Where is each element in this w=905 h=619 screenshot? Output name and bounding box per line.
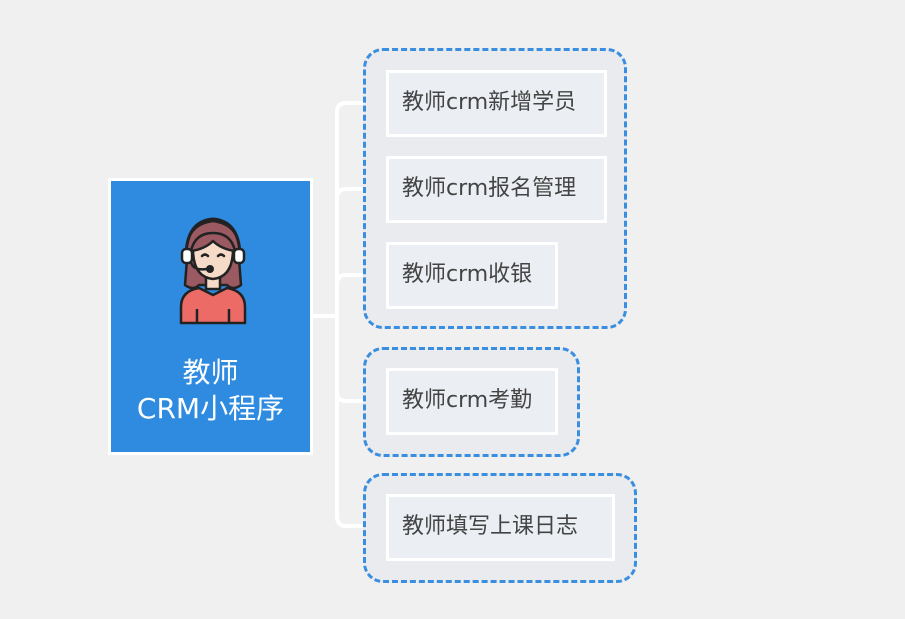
- node-label: 教师crm新增学员: [402, 90, 577, 115]
- connector-trunk: [311, 110, 339, 518]
- node-attendance[interactable]: 教师crm考勤: [386, 368, 558, 435]
- root-title-line-1: 教师: [182, 356, 239, 389]
- node-cashier[interactable]: 教师crm收银: [386, 242, 558, 309]
- node-label: 教师crm报名管理: [402, 176, 577, 201]
- node-label: 教师crm收银: [402, 262, 533, 287]
- root-node[interactable]: 教师 CRM小程序: [108, 178, 313, 455]
- root-title-line-2: CRM小程序: [136, 392, 285, 425]
- node-label: 教师crm考勤: [402, 388, 533, 413]
- node-label: 教师填写上课日志: [402, 514, 579, 539]
- node-registration-management[interactable]: 教师crm报名管理: [386, 156, 607, 223]
- node-add-student[interactable]: 教师crm新增学员: [386, 70, 607, 137]
- node-class-log[interactable]: 教师填写上课日志: [386, 494, 615, 561]
- root-title: 教师 CRM小程序: [111, 355, 310, 427]
- customer-service-agent-icon: [179, 217, 247, 325]
